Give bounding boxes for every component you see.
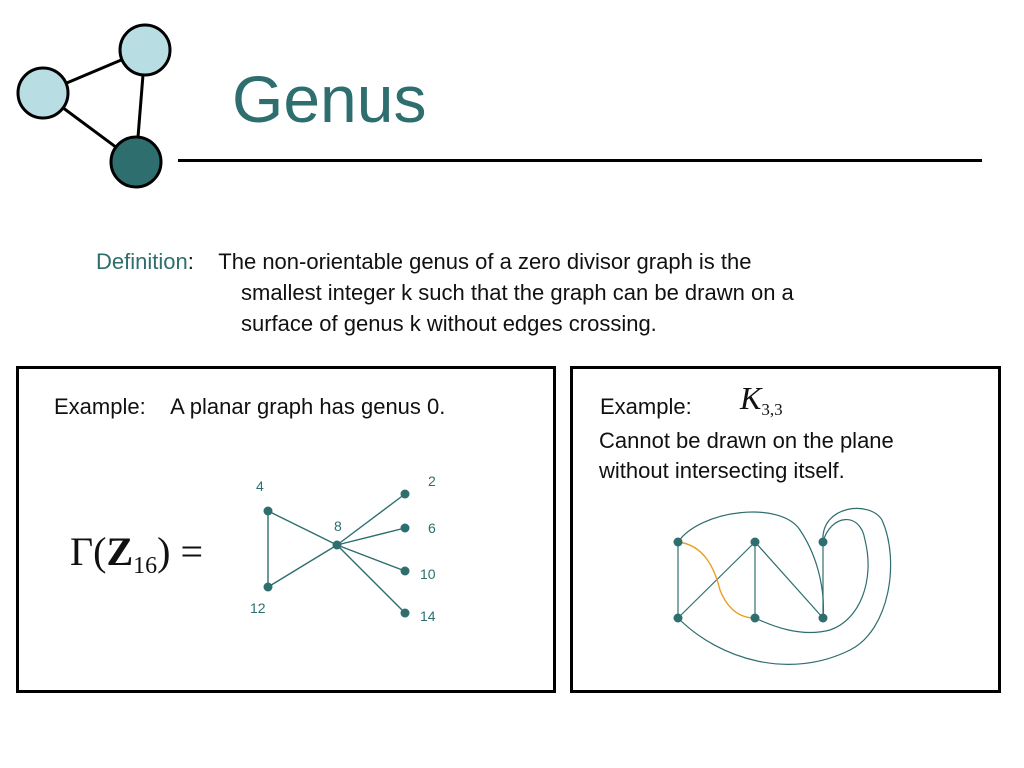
- node-label-14: 14: [420, 608, 436, 624]
- node-label-4: 4: [256, 478, 264, 494]
- k33-node-a2: [750, 537, 760, 547]
- example-planar-box: [16, 366, 556, 693]
- ring-z: Z: [106, 529, 134, 574]
- slide-title: Genus: [232, 62, 427, 136]
- k33-node-a3: [818, 537, 828, 547]
- example-planar-label: Example: A planar graph has genus 0.: [54, 394, 445, 420]
- planar-graph-z16: 4 12 8 2 6 10 14: [250, 473, 436, 624]
- definition-line-1: The non-orientable genus of a zero divis…: [218, 249, 752, 274]
- gamma-symbol: Γ(: [70, 529, 107, 574]
- example-k33-box: [570, 366, 1001, 693]
- logo-node-top: [118, 23, 172, 77]
- node-label-8: 8: [334, 518, 342, 534]
- definition-colon: :: [187, 249, 194, 274]
- gamma-close-equals: ) =: [157, 529, 204, 574]
- node-label-2: 2: [428, 473, 436, 489]
- logo-graph-icon: [16, 23, 172, 189]
- graph-node-10: [400, 566, 410, 576]
- k33-caption: Cannot be drawn on the plane without int…: [599, 426, 989, 486]
- ring-subscript: 16: [133, 553, 158, 579]
- graph-node-2: [400, 489, 410, 499]
- definition-term: Definition: [96, 249, 188, 274]
- k33-caption-line-2: without intersecting itself.: [599, 458, 845, 483]
- k33-node-b2: [750, 613, 760, 623]
- graph-node-6: [400, 523, 410, 533]
- logo-node-bottom: [109, 135, 163, 189]
- k33-letter: K: [740, 380, 762, 416]
- example-k33-label: Example:: [600, 394, 692, 419]
- graph-node-14: [400, 608, 410, 618]
- graph-node-4: [263, 506, 273, 516]
- k33-node-a1: [673, 537, 683, 547]
- k33-subscript: 3,3: [761, 400, 783, 419]
- k33-node-b1: [673, 613, 683, 623]
- logo-node-left: [16, 66, 70, 120]
- gamma-z16-expression: Γ(Z16) =: [70, 528, 203, 580]
- definition-first-line: Definition: The non-orientable genus of …: [96, 246, 916, 277]
- title-underline: [178, 159, 982, 162]
- k33-symbol: K3,3: [740, 380, 783, 420]
- k33-caption-line-1: Cannot be drawn on the plane: [599, 428, 894, 453]
- definition-line-2: smallest integer k such that the graph c…: [241, 280, 794, 305]
- example-planar-text: A planar graph has genus 0.: [170, 394, 446, 419]
- k33-graph: [673, 507, 892, 665]
- definition-line-3: surface of genus k without edges crossin…: [241, 311, 657, 336]
- node-label-12: 12: [250, 600, 266, 616]
- definition-block: Definition: The non-orientable genus of …: [96, 246, 916, 339]
- node-label-10: 10: [420, 566, 436, 582]
- graph-node-8: [332, 540, 342, 550]
- k33-node-b3: [818, 613, 828, 623]
- example-label: Example:: [54, 394, 146, 419]
- highlight-edge: [677, 541, 756, 619]
- graph-node-12: [263, 582, 273, 592]
- node-label-6: 6: [428, 520, 436, 536]
